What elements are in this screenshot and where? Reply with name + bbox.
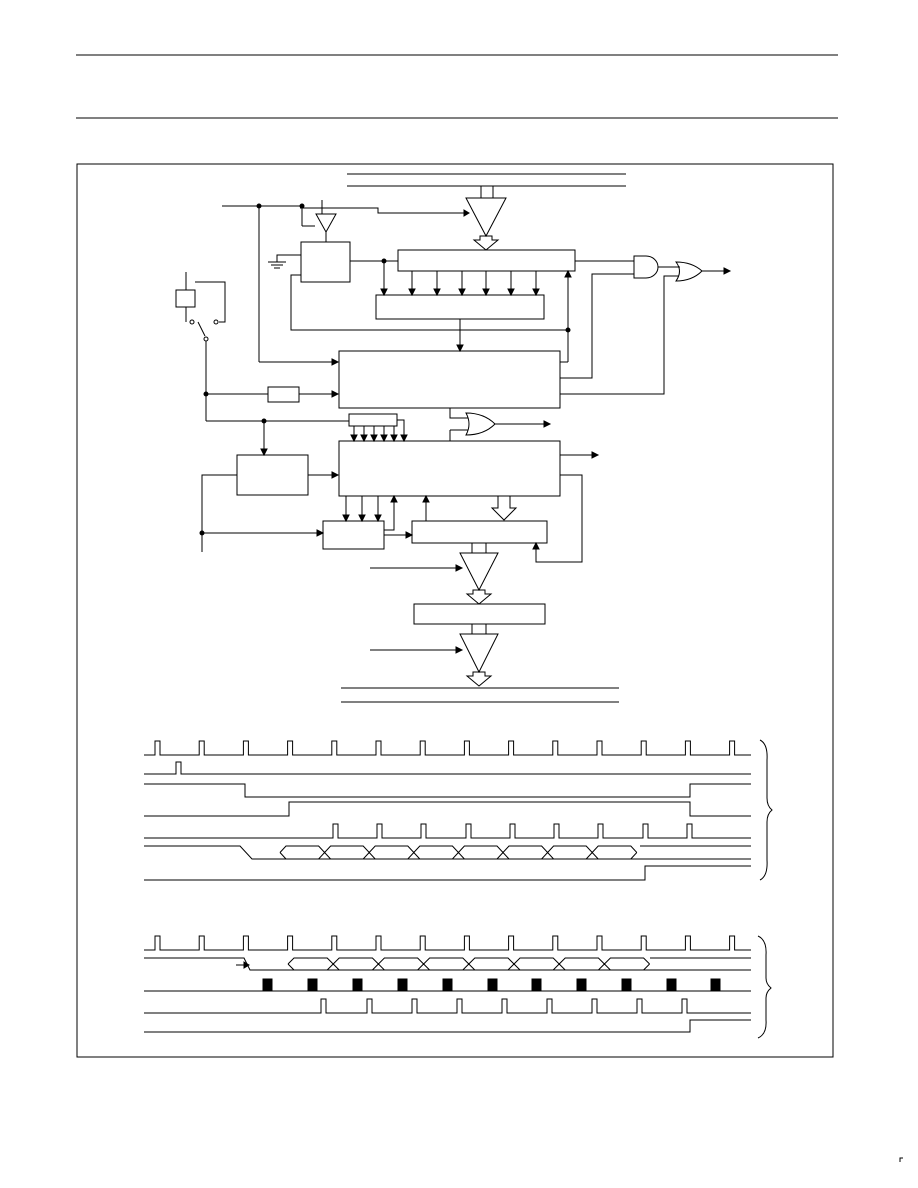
data-bus-bottom bbox=[341, 687, 619, 703]
control-logic-lower bbox=[338, 440, 561, 497]
enable-trace bbox=[144, 783, 751, 798]
shift-register-taps bbox=[380, 261, 540, 297]
figure-frame bbox=[76, 163, 834, 1058]
tri-state-driver-1 bbox=[465, 186, 507, 251]
state-register bbox=[236, 454, 309, 496]
data-cell-bottom bbox=[287, 963, 650, 971]
rx-start-arrowhead bbox=[243, 961, 250, 969]
data-cell-top bbox=[287, 957, 650, 965]
bit-strobe-trace bbox=[144, 998, 751, 1014]
input-filter bbox=[267, 386, 300, 403]
pre-counter-latch bbox=[300, 241, 351, 283]
bit-counter bbox=[348, 413, 398, 427]
switch-element bbox=[175, 272, 226, 421]
done-trace bbox=[144, 865, 751, 881]
bus-arrow-down bbox=[490, 495, 518, 521]
or-gate-lower bbox=[465, 412, 496, 436]
tri-state-driver-3 bbox=[459, 624, 499, 687]
data-cell-top bbox=[279, 845, 638, 854]
bit-decoder bbox=[375, 294, 545, 320]
rx-done-trace bbox=[144, 1019, 751, 1033]
brace-upper bbox=[759, 739, 773, 881]
baud-register bbox=[322, 520, 385, 550]
clock-trace bbox=[144, 935, 751, 951]
block-diagram bbox=[175, 173, 732, 703]
shift-register bbox=[397, 249, 576, 272]
timing-diagram-lower bbox=[144, 935, 751, 1033]
tri-state-driver-2 bbox=[459, 543, 499, 605]
baud-register-inputs bbox=[342, 496, 382, 523]
shift-active-trace bbox=[144, 801, 751, 817]
data-cell-bottom bbox=[279, 851, 638, 860]
or-gate-upper bbox=[674, 261, 703, 282]
clock-trace bbox=[144, 740, 751, 756]
start-pulse-trace bbox=[144, 761, 751, 775]
output-latch bbox=[411, 520, 548, 544]
and-gate bbox=[633, 255, 659, 279]
brace-lower bbox=[757, 935, 772, 1039]
buffer-triangle bbox=[315, 213, 337, 234]
data-line-low bbox=[144, 845, 751, 860]
page-corner-mark bbox=[899, 1157, 903, 1162]
data-bus-top bbox=[347, 173, 626, 187]
shift-clock-trace bbox=[144, 823, 751, 839]
control-logic-upper bbox=[338, 350, 561, 409]
timing-diagram-upper bbox=[144, 740, 751, 881]
bit-counter-outputs bbox=[350, 419, 408, 443]
rx-data-low bbox=[144, 957, 751, 971]
status-register bbox=[413, 603, 546, 625]
sample-burst-trace bbox=[144, 978, 751, 992]
